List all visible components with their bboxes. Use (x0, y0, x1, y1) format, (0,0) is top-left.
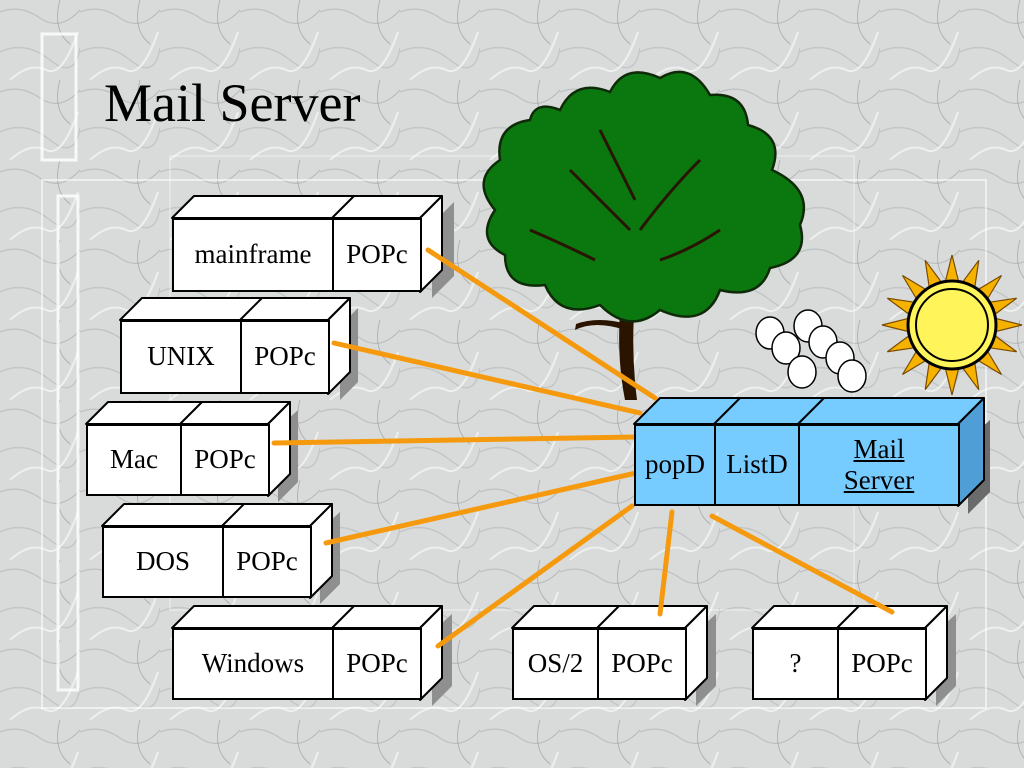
popc-box-unix: POPc (240, 320, 330, 394)
connector-dos (323, 470, 639, 546)
os-box-mac: Mac (86, 424, 182, 496)
popc-box-dos: POPc (222, 526, 312, 598)
mail-server-label-line1: Mail (853, 433, 905, 464)
eggs-icon (755, 309, 867, 393)
os-box-dos: DOS (102, 526, 224, 598)
connector-unix (331, 340, 643, 416)
mail-server-box: Mail Server (798, 424, 960, 506)
os-box-windows: Windows (172, 628, 334, 700)
popc-box-windows: POPc (332, 628, 422, 700)
listd-box: ListD (714, 424, 800, 506)
connector-windows (435, 503, 635, 649)
slide-title: Mail Server (104, 73, 361, 133)
popc-box-mainframe: POPc (332, 218, 422, 292)
popd-box: popD (634, 424, 716, 506)
connector-unknown (709, 513, 895, 615)
os-box-mainframe: mainframe (172, 218, 334, 292)
os-box-unix: UNIX (120, 320, 242, 394)
connectors (271, 247, 895, 649)
sun-icon (881, 254, 1023, 396)
popc-box-os2: POPc (597, 628, 687, 700)
connector-mac (271, 434, 639, 446)
os-box-os2: OS/2 (512, 628, 599, 700)
mail-server-label-line2: Server (843, 465, 915, 495)
connector-mainframe (425, 247, 658, 401)
os-box-unknown: ? (752, 628, 839, 700)
popc-box-unknown: POPc (837, 628, 927, 700)
popc-box-mac: POPc (180, 424, 270, 496)
tree-icon (482, 70, 806, 400)
box-depth (85, 195, 990, 706)
connector-os2 (657, 509, 675, 617)
